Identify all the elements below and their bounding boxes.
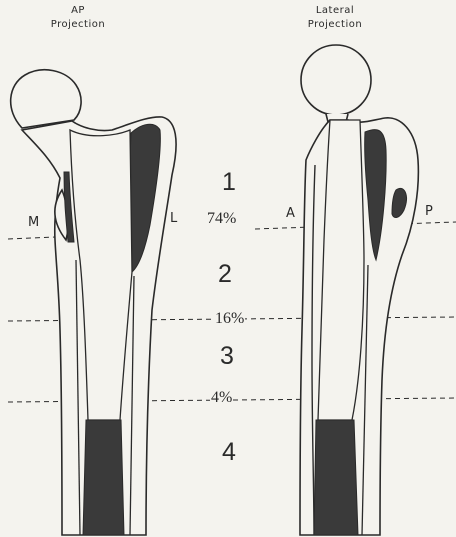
lateral-femur bbox=[300, 45, 418, 535]
side-label-anterior: A bbox=[286, 207, 295, 220]
zone-label-2: 2 bbox=[218, 262, 232, 287]
zone-label-1: 1 bbox=[222, 170, 236, 195]
side-label-posterior: P bbox=[425, 205, 433, 218]
lateral-view-title-line2: Projection bbox=[290, 18, 380, 32]
zone-label-3: 3 bbox=[220, 344, 234, 369]
side-label-medial: M bbox=[28, 216, 39, 229]
lateral-femoral-head bbox=[301, 45, 371, 115]
ap-femur bbox=[11, 70, 176, 535]
zone-1-percentage: 74% bbox=[206, 211, 237, 227]
ap-femoral-head bbox=[11, 70, 81, 128]
ap-view-title-line2: Projection bbox=[36, 18, 120, 32]
lateral-view-title: Lateral Projection bbox=[290, 4, 380, 32]
side-label-lateral: L bbox=[170, 212, 177, 225]
zone-label-4: 4 bbox=[222, 440, 236, 465]
zone-3-percentage: 4% bbox=[210, 390, 233, 406]
ap-view-title-line1: AP bbox=[36, 4, 120, 18]
zone-2-percentage: 16% bbox=[214, 311, 245, 327]
lateral-cement-plug bbox=[314, 420, 358, 535]
lateral-view-title-line1: Lateral bbox=[290, 4, 380, 18]
ap-view-title: AP Projection bbox=[36, 4, 120, 32]
ap-cement-plug bbox=[83, 420, 124, 535]
